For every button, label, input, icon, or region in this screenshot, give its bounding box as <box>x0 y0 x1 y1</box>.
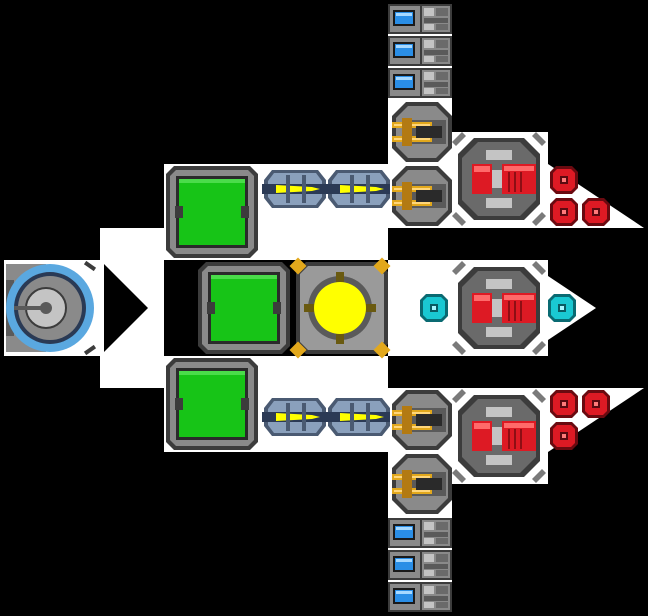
battery-icon[interactable] <box>388 68 452 98</box>
laser-cannon-icon[interactable] <box>262 170 326 208</box>
battery-icon[interactable] <box>388 36 452 66</box>
gun-turret-icon[interactable] <box>392 454 452 514</box>
gun-turret-icon[interactable] <box>392 166 452 226</box>
battery-icon[interactable] <box>388 518 452 548</box>
thruster-icon[interactable] <box>452 132 546 226</box>
shield-module-icon[interactable] <box>420 294 448 322</box>
reactor-core-icon[interactable] <box>289 257 391 359</box>
cockpit[interactable] <box>6 260 97 356</box>
laser-cannon-icon[interactable] <box>262 398 326 436</box>
gun-turret-icon[interactable] <box>392 102 452 162</box>
red-module-icon[interactable] <box>582 390 610 418</box>
red-module-icon[interactable] <box>550 422 578 450</box>
battery-icon[interactable] <box>388 550 452 580</box>
armor-block-icon[interactable] <box>198 262 290 354</box>
battery-icon[interactable] <box>388 4 452 34</box>
armor-block-icon[interactable] <box>166 166 258 258</box>
shield-module-icon[interactable] <box>548 294 576 322</box>
battery-icon[interactable] <box>388 582 452 612</box>
red-module-icon[interactable] <box>550 198 578 226</box>
laser-cannon-icon[interactable] <box>326 170 390 208</box>
thruster-icon[interactable] <box>452 389 546 483</box>
gun-turret-icon[interactable] <box>392 390 452 450</box>
laser-cannon-icon[interactable] <box>326 398 390 436</box>
red-module-icon[interactable] <box>582 198 610 226</box>
thruster-icon[interactable] <box>452 261 546 355</box>
red-module-icon[interactable] <box>550 390 578 418</box>
armor-block-icon[interactable] <box>166 358 258 450</box>
red-module-icon[interactable] <box>550 166 578 194</box>
